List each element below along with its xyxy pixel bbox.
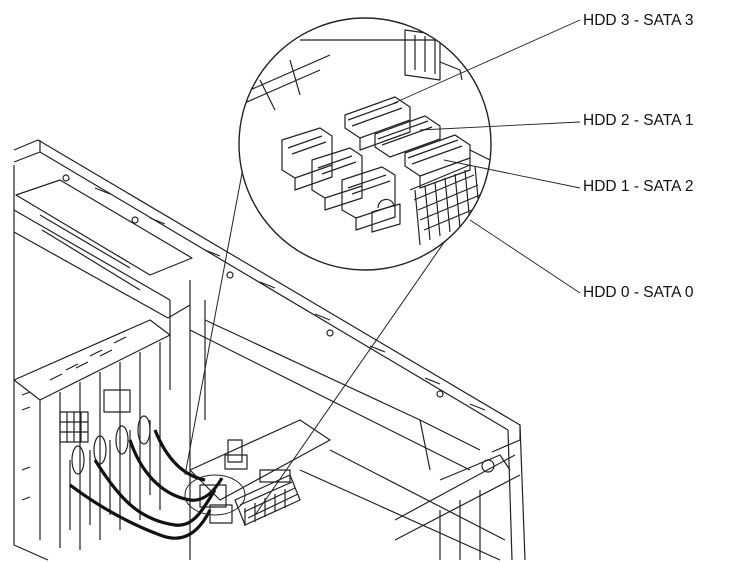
callout-hdd2-sata1: HDD 2 - SATA 1 bbox=[583, 112, 694, 129]
callout-hdd1-sata2: HDD 1 - SATA 2 bbox=[583, 178, 694, 195]
chassis-frame bbox=[13, 139, 526, 561]
sata-connector-3 bbox=[344, 96, 411, 151]
magnified-view bbox=[238, 17, 492, 271]
sata-cables bbox=[69, 429, 224, 540]
magnifier-leaders bbox=[184, 167, 471, 516]
callout-hdd3-sata3: HDD 3 - SATA 3 bbox=[583, 12, 694, 29]
sata-connector-0 bbox=[281, 127, 396, 231]
motherboard-area bbox=[189, 419, 331, 526]
callout-hdd0-sata0: HDD 0 - SATA 0 bbox=[583, 284, 694, 301]
drive-cage bbox=[13, 319, 171, 550]
callout-lines bbox=[391, 19, 581, 294]
